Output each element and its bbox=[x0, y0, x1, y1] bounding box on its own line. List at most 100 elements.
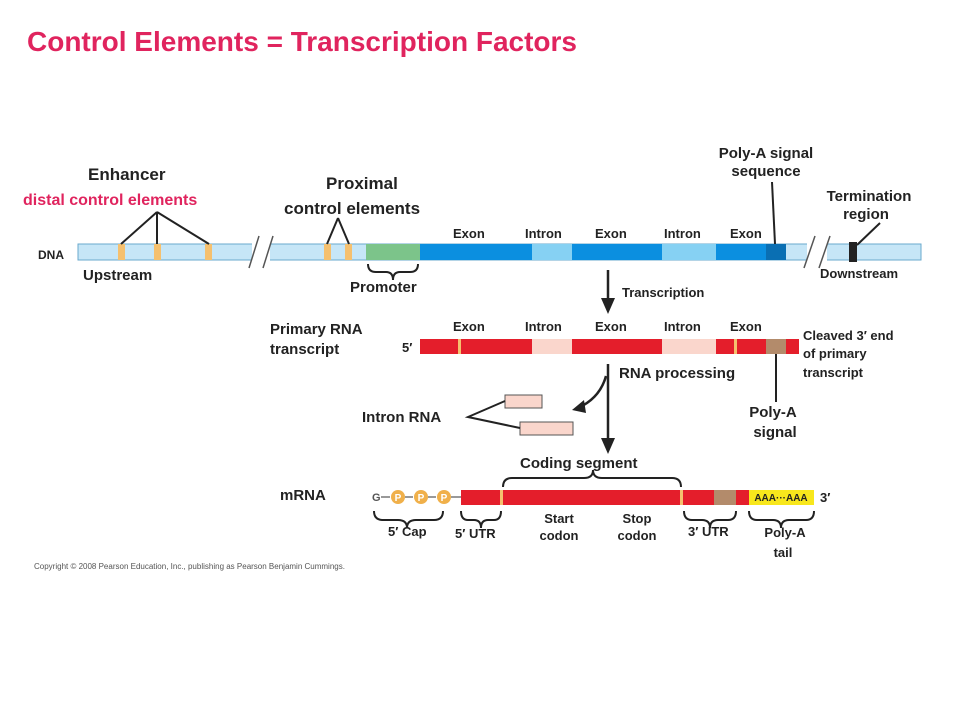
dna-exon-label-2: Exon bbox=[595, 226, 627, 241]
tail-bracket bbox=[748, 510, 815, 529]
utr5-label: 5′ UTR bbox=[455, 526, 496, 541]
proximal-label-2: control elements bbox=[284, 199, 420, 218]
copyright-notice: Copyright © 2008 Pearson Education, Inc.… bbox=[34, 562, 345, 571]
dna-intron-label-1: Intron bbox=[525, 226, 562, 241]
intron-removal-arrow-head bbox=[572, 400, 586, 413]
phosphate-label-1: P bbox=[395, 493, 402, 504]
primary-exon-label-3: Exon bbox=[730, 319, 762, 334]
mrna-stop-codon bbox=[680, 490, 683, 505]
polya-tail bbox=[749, 490, 814, 505]
polya-signal-proc-label-1: Poly-A bbox=[749, 404, 797, 421]
intron-rna-connector bbox=[464, 400, 521, 429]
distal-element-1 bbox=[118, 244, 125, 260]
distal-element-2 bbox=[154, 244, 161, 260]
dna-label: DNA bbox=[38, 248, 64, 262]
start-codon-label-1: Start bbox=[544, 511, 574, 526]
stop-codon-label-2: codon bbox=[618, 528, 657, 543]
primary-label-2: transcript bbox=[270, 341, 339, 358]
phosphate-1 bbox=[391, 490, 405, 504]
enhancer-connector bbox=[120, 211, 210, 245]
tail-label-2: tail bbox=[774, 545, 793, 560]
utr3-bracket bbox=[683, 510, 737, 529]
page-title: Control Elements = Transcription Factors bbox=[27, 26, 578, 57]
enhancer-label: Enhancer bbox=[88, 165, 166, 184]
promoter-label: Promoter bbox=[350, 279, 417, 296]
distal-control-label: distal control elements bbox=[23, 192, 197, 209]
primary-intron-label-2: Intron bbox=[664, 319, 701, 334]
primary-polya-signal bbox=[766, 339, 786, 354]
cleaved-label-2: of primary bbox=[803, 346, 867, 361]
excised-intron-2 bbox=[519, 421, 574, 436]
dna-break-1-b bbox=[262, 235, 274, 269]
utr3-label: 3′ UTR bbox=[688, 524, 729, 539]
dna-exon-2 bbox=[572, 244, 662, 260]
polya-signal-pointer bbox=[771, 181, 776, 245]
start-codon-label-2: codon bbox=[540, 528, 579, 543]
mrna-backbone bbox=[461, 490, 749, 505]
phosphate-3 bbox=[437, 490, 451, 504]
proximal-connector bbox=[326, 217, 350, 245]
dna-break-2-a bbox=[803, 235, 816, 269]
primary-exon-label-1: Exon bbox=[453, 319, 485, 334]
dna-exon-label-1: Exon bbox=[453, 226, 485, 241]
proximal-label-1: Proximal bbox=[326, 174, 398, 193]
dna-intron-label-2: Intron bbox=[664, 226, 701, 241]
phosphate-label-3: P bbox=[441, 493, 448, 504]
primary-rna-backbone bbox=[420, 339, 799, 354]
primary-exon-label-2: Exon bbox=[595, 319, 627, 334]
mrna-polya-signal bbox=[714, 490, 736, 505]
phosphate-label-2: P bbox=[418, 493, 425, 504]
intron-rna-label: Intron RNA bbox=[362, 409, 441, 426]
primary-start-marker bbox=[458, 339, 461, 354]
polya-signal-label-2: sequence bbox=[731, 163, 800, 180]
transcription-label: Transcription bbox=[622, 285, 704, 300]
coding-segment-label: Coding segment bbox=[520, 455, 638, 472]
polya-signal-label-1: Poly-A signal bbox=[719, 145, 813, 162]
termination-label-2: region bbox=[843, 206, 889, 223]
processing-arrow-head bbox=[601, 438, 615, 454]
dna-intron-1 bbox=[532, 244, 572, 260]
primary-intron-1 bbox=[532, 339, 572, 354]
cap-label: 5′ Cap bbox=[388, 524, 427, 539]
mrna-label: mRNA bbox=[280, 487, 326, 504]
cap-bracket bbox=[373, 510, 444, 529]
cap-g: G bbox=[372, 492, 381, 504]
primary-label-1: Primary RNA bbox=[270, 321, 363, 338]
rna-processing-label: RNA processing bbox=[619, 365, 735, 382]
promoter-region bbox=[366, 244, 420, 260]
termination-label-1: Termination bbox=[827, 188, 912, 205]
cleaved-label-3: transcript bbox=[803, 365, 864, 380]
primary-five-prime: 5′ bbox=[402, 340, 412, 355]
polya-signal-proc-label-2: signal bbox=[753, 424, 796, 441]
termination-block bbox=[849, 242, 857, 262]
promoter-bracket bbox=[367, 263, 419, 281]
dna-break-2-b bbox=[818, 235, 831, 269]
mrna-three-prime: 3′ bbox=[820, 490, 830, 505]
primary-intron-2 bbox=[662, 339, 716, 354]
coding-segment-bracket bbox=[502, 469, 682, 488]
dna-exon-label-3: Exon bbox=[730, 226, 762, 241]
termination-pointer bbox=[856, 222, 881, 246]
mrna-bar bbox=[461, 490, 814, 505]
phosphate-2 bbox=[414, 490, 428, 504]
upstream-label: Upstream bbox=[83, 267, 152, 284]
polya-signal-sequence-block bbox=[766, 244, 786, 260]
proximal-element-2 bbox=[345, 244, 352, 260]
downstream-label: Downstream bbox=[820, 266, 898, 281]
excised-intron-1 bbox=[504, 394, 543, 409]
distal-element-3 bbox=[205, 244, 212, 260]
stop-codon-label-1: Stop bbox=[623, 511, 652, 526]
dna-strand bbox=[77, 235, 922, 269]
polya-tail-text: AAA···AAA bbox=[754, 493, 807, 504]
tail-label-1: Poly-A bbox=[764, 525, 806, 540]
dna-exon-1 bbox=[420, 244, 532, 260]
primary-transcript-bar bbox=[420, 339, 799, 354]
transcription-arrow-head bbox=[601, 298, 615, 314]
primary-intron-label-1: Intron bbox=[525, 319, 562, 334]
dna-break-1-a bbox=[248, 235, 260, 269]
mrna-start-codon bbox=[500, 490, 503, 505]
cleaved-label-1: Cleaved 3′ end bbox=[803, 328, 894, 343]
utr5-bracket bbox=[460, 510, 502, 529]
